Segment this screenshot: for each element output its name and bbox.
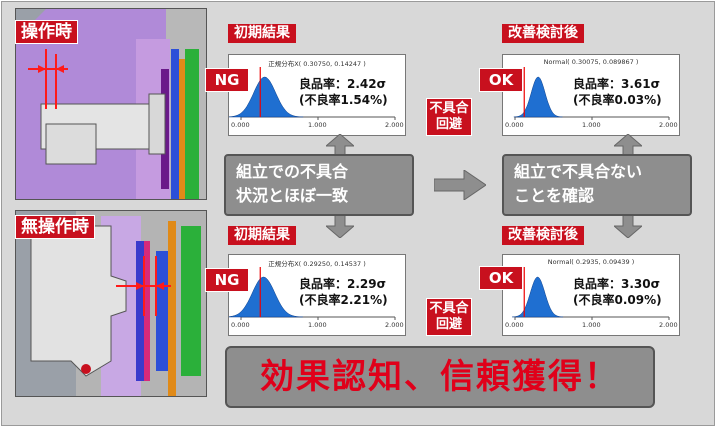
distribution-curve [229, 76, 304, 118]
chart-title: Normal( 0.2935, 0.09439 ) [547, 258, 635, 266]
operating-label: 操作時 [15, 20, 78, 44]
histogram-initial-bottom: 正規分布X( 0.29250, 0.14537 ) 0.000 1.000 2.000… [228, 254, 406, 336]
x-tick-label: 0.000 [231, 121, 250, 129]
histogram-plot [513, 67, 670, 120]
x-tick-label: 1.000 [308, 321, 327, 329]
chart-title: 正規分布X( 0.30750, 0.14247 ) [268, 60, 366, 68]
headline: 効果認知、信頼獲得！ [260, 357, 620, 397]
yield-sigma: 良品率：3.61σ [573, 77, 660, 91]
defect-rate: (不良率2.21%) [299, 293, 388, 307]
defect-rate: (不良率1.54%) [299, 93, 388, 107]
yield-sigma: 良品率：3.30σ [573, 277, 660, 291]
note-left-line-1: 組立での不具合 [236, 162, 349, 181]
histogram-improved-top: Normal( 0.30075, 0.089867 ) 0.000 1.000 2.0… [502, 54, 680, 136]
header-improved-bottom: 改善検討後 [502, 226, 584, 245]
x-tick-label: 2.000 [659, 121, 678, 129]
x-tick-label: 2.000 [659, 321, 678, 329]
yield-sigma: 良品率：2.29σ [299, 277, 386, 291]
x-tick-label: 1.000 [582, 321, 601, 329]
x-tick-label: 2.000 [385, 321, 404, 329]
cad-view-idle [15, 210, 207, 397]
x-tick-label: 0.000 [505, 321, 524, 329]
arrow-right [434, 170, 486, 200]
ng-badge-bottom: NG [205, 268, 249, 292]
header-initial-bottom: 初期結果 [228, 226, 296, 245]
ok-badge-top: OK [479, 68, 523, 92]
histogram-improved-bottom: Normal( 0.2935, 0.09439 ) 0.000 1.000 2.000… [502, 254, 680, 336]
distribution-curve [513, 76, 563, 118]
header-improved-top: 改善検討後 [502, 24, 584, 43]
histogram-plot [229, 67, 396, 120]
headline-box: 効果認知、信頼獲得！ [225, 346, 655, 408]
x-tick-label: 1.000 [308, 121, 327, 129]
defect-avoided-badge-top: 不具合 回避 [426, 98, 472, 136]
x-tick-label: 2.000 [385, 121, 404, 129]
note-right-line-1: 組立で不具合ない [514, 162, 643, 181]
note-right-line-2: ことを確認 [514, 186, 595, 205]
chart-title: Normal( 0.30075, 0.089867 ) [543, 58, 639, 66]
distribution-curve [511, 276, 564, 318]
distribution-curve [229, 276, 303, 318]
arrow-up-down-left-top [326, 134, 354, 164]
note-box-left: 組立での不具合 状況とほぼ一致 [224, 154, 414, 216]
yield-sigma: 良品率：2.42σ [299, 77, 386, 91]
chart-title: 正規分布X( 0.29250, 0.14537 ) [268, 260, 366, 268]
ng-badge-top: NG [205, 68, 249, 92]
histogram-initial-top: 正規分布X( 0.30750, 0.14247 ) 0.000 1.000 2.000… [228, 54, 406, 136]
defect-avoided-badge-bottom: 不具合 回避 [426, 298, 472, 336]
x-tick-label: 0.000 [505, 121, 524, 129]
note-left-line-2: 状況とほぼ一致 [236, 186, 349, 205]
defect-rate: (不良率0.09%) [573, 293, 662, 307]
arrow-up-down-right-bottom [614, 208, 642, 238]
header-initial-top: 初期結果 [228, 24, 296, 43]
ok-badge-bottom: OK [479, 266, 523, 290]
histogram-plot [229, 267, 396, 320]
histogram-plot [511, 267, 670, 320]
defect-rate: (不良率0.03%) [573, 93, 662, 107]
arrow-up-down-right-top [614, 134, 642, 164]
arrow-up-down-left-bottom [326, 208, 354, 238]
x-tick-label: 1.000 [582, 121, 601, 129]
note-box-right: 組立で不具合ない ことを確認 [502, 154, 692, 216]
idle-label: 無操作時 [15, 215, 95, 239]
x-tick-label: 0.000 [231, 321, 250, 329]
